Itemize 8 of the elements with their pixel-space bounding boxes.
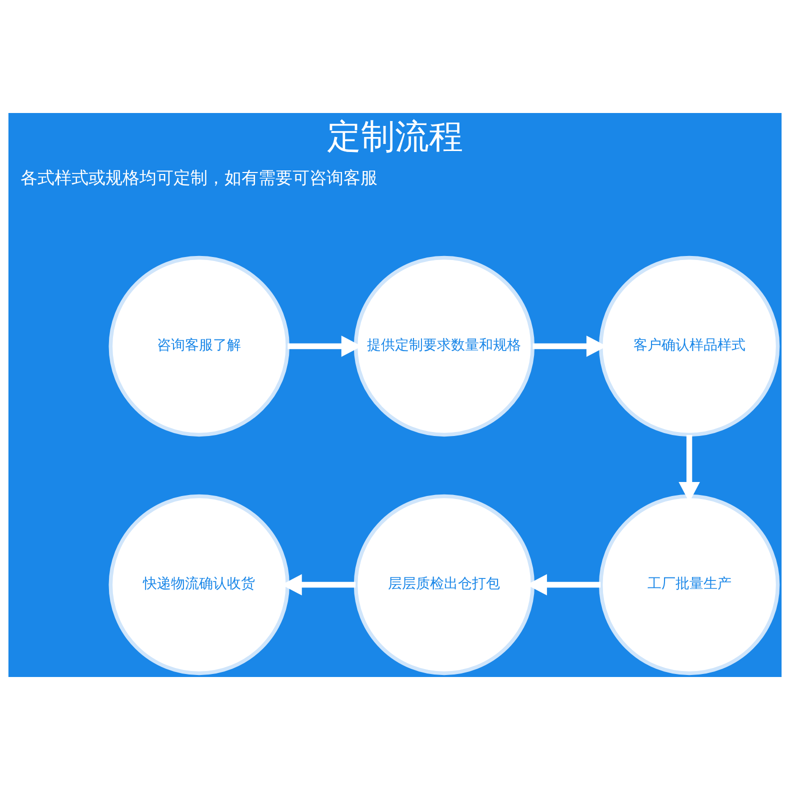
diagram-title: 定制流程 bbox=[327, 116, 463, 157]
node-circle: 工厂批量生产 bbox=[598, 494, 780, 676]
node-circle: 咨询客服了解 bbox=[108, 256, 290, 437]
node-circle: 客户确认样品样式 bbox=[598, 256, 780, 437]
node-circle: 层层质检出仓打包 bbox=[354, 494, 535, 676]
label: 各式样式或规格均可定制，如有需要可咨询客服 bbox=[20, 168, 378, 188]
node-circle: 快递物流确认收货 bbox=[108, 494, 290, 676]
node-circle: 提供定制要求数量和规格 bbox=[354, 256, 535, 437]
